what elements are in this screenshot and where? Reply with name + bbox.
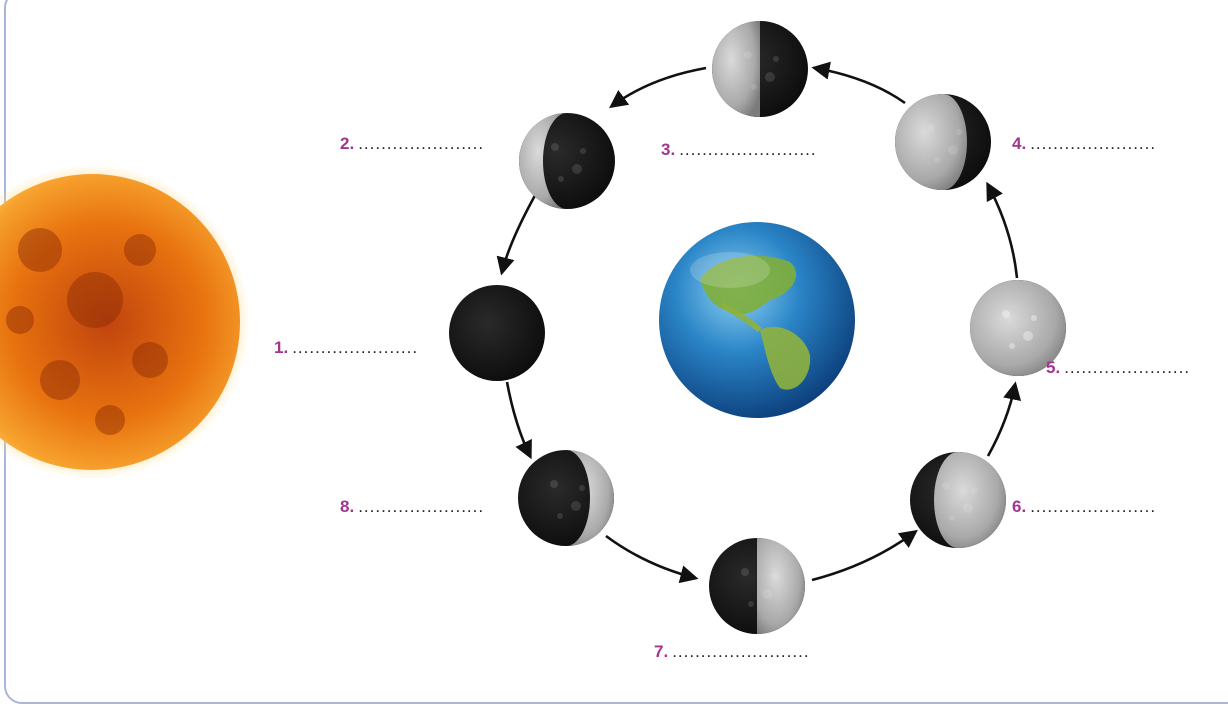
phase-number: 2. (340, 134, 355, 153)
arrow-icon (496, 189, 540, 276)
phase-label-3: 3......................... (661, 140, 817, 160)
phase-number: 8. (340, 497, 355, 516)
moon-phases (449, 21, 1066, 634)
phase-label-1: 1....................... (274, 338, 418, 358)
phase-number: 4. (1012, 134, 1027, 153)
arrow-icon (986, 181, 1019, 279)
arrow-icon (811, 529, 918, 582)
arrow-icon (505, 381, 532, 460)
sun-icon (0, 164, 250, 480)
phase-number: 1. (274, 338, 289, 357)
arrow-icon (986, 381, 1022, 457)
moon-icon (519, 113, 615, 209)
phase-label-8: 8....................... (340, 497, 484, 517)
arrow-icon (811, 61, 906, 105)
phase-label-4: 4....................... (1012, 134, 1156, 154)
arrow-icon (609, 66, 707, 109)
answer-blank[interactable]: ...................... (1064, 358, 1191, 377)
phase-number: 6. (1012, 497, 1027, 516)
phase-number: 3. (661, 140, 676, 159)
phase-label-6: 6....................... (1012, 497, 1156, 517)
moon-icon (709, 538, 805, 634)
earth-icon (659, 222, 855, 418)
phase-number: 7. (654, 642, 669, 661)
moon-icon (518, 450, 614, 546)
answer-blank[interactable]: ...................... (358, 497, 485, 516)
moon-icon (895, 94, 991, 190)
orbit-arrows (496, 61, 1022, 584)
answer-blank[interactable]: ...................... (1030, 497, 1157, 516)
answer-blank[interactable]: ........................ (672, 642, 810, 661)
answer-blank[interactable]: ...................... (1030, 134, 1157, 153)
phase-label-2: 2....................... (340, 134, 484, 154)
answer-blank[interactable]: ...................... (292, 338, 419, 357)
moon-icon (449, 285, 545, 381)
phase-label-5: 5....................... (1046, 358, 1190, 378)
phase-number: 5. (1046, 358, 1061, 377)
moon-icon (910, 452, 1006, 548)
arrow-icon (605, 534, 699, 584)
answer-blank[interactable]: ........................ (679, 140, 817, 159)
moon-icon (970, 280, 1066, 376)
phase-label-7: 7......................... (654, 642, 810, 662)
answer-blank[interactable]: ...................... (358, 134, 485, 153)
moon-icon (712, 21, 808, 117)
